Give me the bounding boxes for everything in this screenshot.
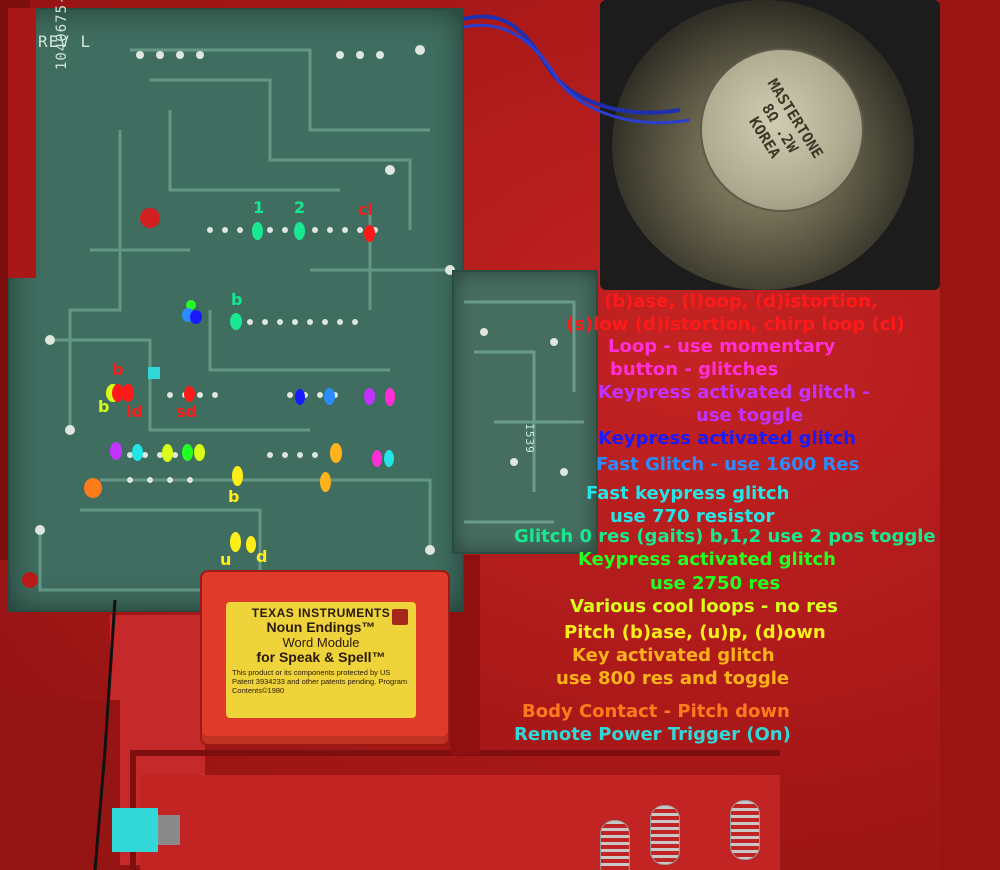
cartridge-label: TEXAS INSTRUMENTS Noun Endings™ Word Mod…	[226, 602, 416, 718]
legend-line: Fast keypress glitch	[586, 483, 790, 504]
marker-orange	[84, 478, 102, 498]
marker-label-u: u	[220, 550, 232, 569]
marker-purple	[364, 388, 375, 405]
marker-label-2: 2	[294, 198, 306, 217]
marker-label-cl: cl	[358, 200, 373, 219]
marker-label-b-yellowgreen: b	[98, 397, 110, 416]
marker-label-b-yellow: b	[228, 487, 240, 506]
legend-line: button - glitches	[610, 359, 779, 380]
legend-line: Glitch 0 res (gaits) b,1,2 use 2 pos tog…	[514, 526, 936, 547]
legend-line: use 2750 res	[650, 573, 781, 594]
cartridge-brand: TEXAS INSTRUMENTS	[251, 606, 391, 620]
marker-cyan	[132, 444, 143, 461]
marker-label-1: 1	[253, 198, 265, 217]
legend-line: Key activated glitch	[572, 645, 775, 666]
marker-amber-1	[330, 443, 342, 463]
legend-line: Loop - use momentary	[608, 336, 836, 357]
marker-green-top	[186, 300, 196, 310]
cartridge-fine-print: This product or its components protected…	[232, 668, 408, 695]
remote-power-trigger-square	[112, 808, 158, 852]
secondary-pcb-traces	[464, 300, 584, 524]
battery-compartment	[140, 775, 780, 870]
legend-line: Keypress activated glitch	[578, 549, 836, 570]
marker-cyan-2	[384, 450, 394, 467]
marker-yellowgreen-2	[194, 444, 205, 461]
marker-blue-2	[295, 389, 305, 405]
cartridge-product: for Speak & Spell™	[256, 649, 386, 665]
battery-spring	[650, 805, 680, 865]
legend-line: use 800 res and toggle	[556, 668, 790, 689]
cartridge-subtitle: Word Module	[282, 635, 360, 650]
legend-line: Remote Power Trigger (On)	[514, 724, 791, 745]
marker-yellow-u	[230, 532, 241, 552]
marker-red-d	[122, 384, 134, 402]
battery-spring	[730, 800, 760, 860]
pcb-traces	[22, 45, 455, 592]
main-circuit-board: REV L 1040675-4	[8, 0, 464, 612]
marker-yellow-b	[232, 466, 243, 486]
marker-magenta-2	[372, 450, 382, 467]
marker-yellowgreen	[162, 444, 173, 462]
legend-line: Keypress activated glitch -	[598, 382, 870, 403]
marker-teal-1	[252, 222, 263, 240]
legend-line: Various cool loops - no res	[570, 596, 838, 617]
marker-lightblue-2	[324, 388, 335, 405]
pcb-rev-label: REV L	[38, 32, 92, 51]
marker-green-1	[182, 444, 193, 461]
marker-yellow-d	[246, 536, 256, 553]
secondary-circuit-board: 1539	[452, 270, 598, 554]
secondary-board-code: 1539	[522, 423, 536, 454]
battery-spring	[600, 820, 630, 870]
marker-label-b-red: b	[112, 360, 124, 379]
case-right-wall	[940, 0, 1000, 870]
marker-red-cl	[364, 225, 375, 242]
marker-label-ld: ld	[126, 402, 143, 421]
case-corner	[0, 700, 120, 870]
marker-purple-2	[110, 442, 122, 460]
marker-teal-2	[294, 222, 305, 240]
legend-line: Body Contact - Pitch down	[522, 701, 790, 722]
terminal-clip	[158, 815, 180, 845]
pcb-part-number-vertical: 1040675-4	[54, 0, 70, 70]
cartridge-title: Noun Endings™	[266, 619, 376, 635]
legend-line: use toggle	[696, 405, 804, 426]
speaker-magnet	[700, 48, 864, 212]
legend-line: Fast Glitch - use 1600 Res	[596, 454, 860, 475]
legend-line: (s)low (d)istortion, chirp loop (cl)	[566, 314, 905, 335]
texas-instruments-logo-icon	[392, 609, 408, 625]
marker-magenta	[385, 388, 395, 406]
marker-label-b-teal: b	[231, 290, 243, 309]
legend-line: (b)ase, (l)oop, (d)istortion,	[604, 291, 878, 312]
marker-red-l	[112, 384, 124, 402]
marker-label-sd: sd	[176, 402, 197, 421]
legend-line: Pitch (b)ase, (u)p, (d)own	[564, 622, 826, 643]
marker-label-d: d	[256, 547, 268, 566]
legend-line: Keypress activated glitch	[598, 428, 856, 449]
marker-cyan-square	[148, 367, 160, 379]
marker-red-sd	[184, 386, 195, 402]
legend-line: use 770 resistor	[610, 506, 775, 527]
pcb-part-number: 1040675-4	[54, 0, 70, 70]
black-wire	[93, 600, 117, 870]
marker-teal-b	[230, 313, 242, 330]
blue-speaker-wire	[459, 14, 691, 125]
pcb-notch-left	[8, 8, 36, 278]
marker-amber-2	[320, 472, 331, 492]
marker-blue	[190, 310, 202, 324]
